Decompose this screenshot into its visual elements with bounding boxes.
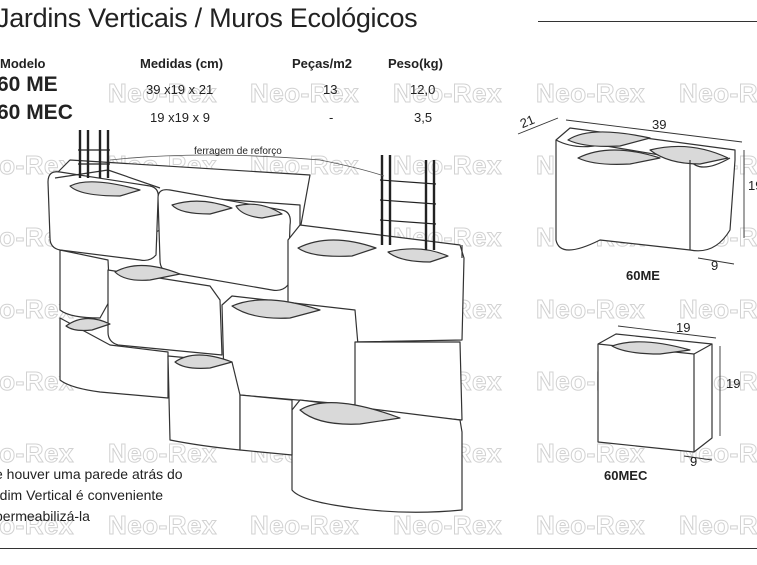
- block-60me-width: 9: [711, 258, 719, 273]
- block-60me-dimensions: [517, 117, 745, 265]
- block-60me-length: 39: [652, 117, 667, 132]
- title-rule: [538, 21, 757, 22]
- table-row-model: 60 MEC: [0, 101, 73, 124]
- table-header-peso: Peso(kg): [388, 56, 443, 71]
- block-60mec-height: 19: [726, 376, 741, 391]
- bottom-rule: [0, 548, 757, 549]
- watermark-text: Neo-Rex: [679, 78, 757, 109]
- table-row-pecas: 13: [323, 82, 338, 97]
- block-60me-label: 60ME: [626, 268, 660, 283]
- block-60me-height: 19: [748, 178, 757, 193]
- watermark-text: Neo-Rex: [679, 294, 757, 325]
- table-header-pecas: Peças/m2: [292, 56, 352, 71]
- rebar-left: [78, 130, 110, 178]
- table-row-medidas: 39 x19 x 21: [146, 82, 214, 97]
- table-row-peso: 3,5: [414, 110, 433, 125]
- table-header-medidas: Medidas (cm): [140, 56, 224, 71]
- rebar-right: [379, 155, 437, 250]
- table-row-medidas: 19 x19 x 9: [150, 110, 210, 125]
- table-row-pecas: -: [329, 110, 334, 125]
- watermark-text: Neo-Rex: [393, 150, 502, 181]
- table-header-modelo: Modelo: [0, 56, 46, 71]
- watermark-text: Neo-Rex: [0, 510, 74, 541]
- block-60mec-top: 19: [676, 320, 691, 335]
- page-title: Jardins Verticais / Muros Ecológicos: [0, 3, 418, 33]
- rebar-label: ferragem de reforço: [194, 146, 282, 157]
- watermark-text: Neo-Rex: [108, 78, 217, 109]
- watermark-text: Neo-Rex: [679, 510, 757, 541]
- watermark-text: Neo-Rex: [250, 78, 359, 109]
- watermark-text: Neo-Rex: [393, 78, 502, 109]
- block-60mec-dimensions: [617, 325, 721, 461]
- block-60me-drawing: [555, 127, 736, 252]
- watermark-text: Neo-Rex: [536, 294, 645, 325]
- block-60mec-width: 9: [690, 454, 698, 469]
- watermark-text: Neo-Rex: [393, 510, 502, 541]
- watermark-text: Neo-Rex: [250, 510, 359, 541]
- block-60mec-drawing: [597, 333, 713, 453]
- watermark-text: Neo-Rex: [108, 510, 217, 541]
- note-line: rdim Vertical é conveniente: [0, 487, 164, 503]
- watermark-text: Neo-Rex: [0, 438, 74, 469]
- table-row-model: 60 ME: [0, 73, 58, 96]
- block-60mec-label: 60MEC: [604, 468, 648, 483]
- table-row-peso: 12,0: [410, 82, 436, 97]
- watermark-text: Neo-Rex: [536, 78, 645, 109]
- note-line: permeabilizá-la: [0, 508, 90, 524]
- watermark-text: Neo-Rex: [536, 510, 645, 541]
- note-line: e houver uma parede atrás do: [0, 466, 183, 482]
